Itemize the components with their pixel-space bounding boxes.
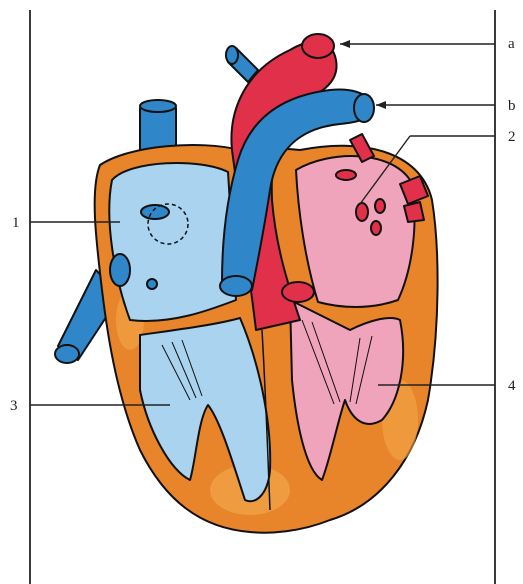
- label-3: 3: [10, 398, 18, 414]
- label-a: a: [508, 36, 515, 52]
- label-2: 2: [508, 129, 516, 145]
- label-b: b: [508, 98, 516, 114]
- left-atrium: [296, 156, 414, 307]
- label-1: 1: [12, 215, 20, 231]
- heart-illustration: [55, 34, 438, 533]
- right-atrium: [109, 163, 236, 321]
- label-4: 4: [508, 378, 516, 394]
